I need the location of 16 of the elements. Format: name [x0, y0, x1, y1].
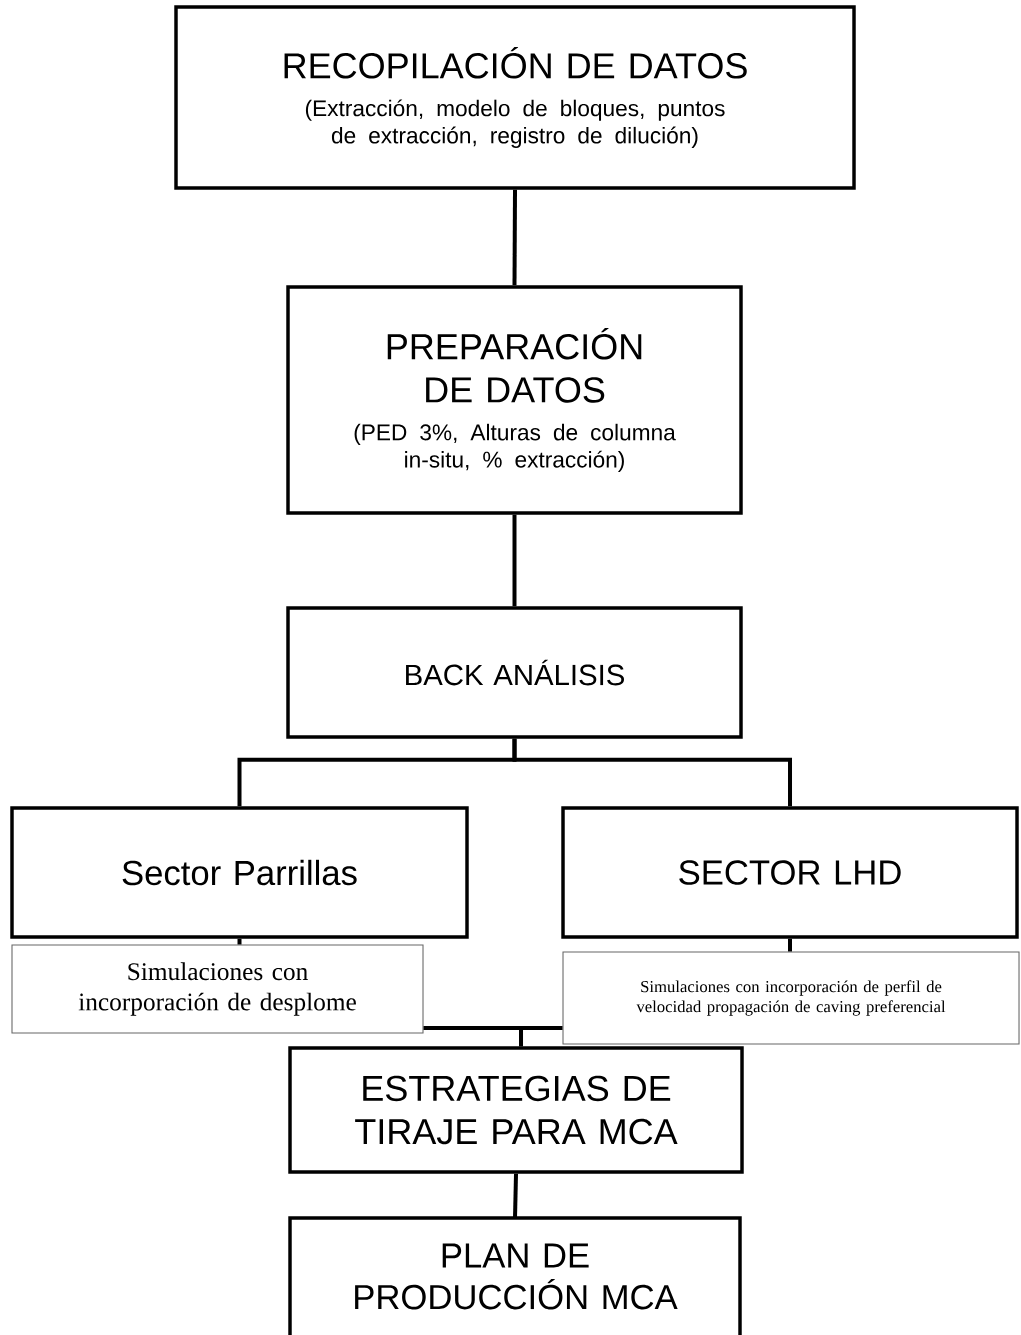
process-box: SECTOR LHD [561, 806, 1019, 939]
connector-line [512, 738, 792, 807]
process-box: Sector Parrillas [10, 806, 469, 939]
note-box: Simulaciones con incorporación de desplome [11, 944, 424, 1034]
process-box: PREPARACIÓN DE DATOS (PED 3%, Alturas de columna in-situ, % extracción) [286, 285, 743, 515]
process-box: BACK ANÁLISIS [286, 606, 743, 739]
process-box: ESTRATEGIAS DE TIRAJE PARA MCA [288, 1046, 744, 1174]
process-box: PLAN DE PRODUCCIÓN MCA [288, 1216, 742, 1335]
connector-line [512, 514, 517, 607]
connector-line [237, 938, 242, 945]
connector-line [519, 1026, 563, 1047]
note-box: Simulaciones con incorporación de perfil de velocidad propagación de caving preferencial [562, 951, 1020, 1045]
connector-line [512, 189, 517, 286]
connector-line [788, 938, 792, 952]
process-box: RECOPILACIÓN DE DATOS (Extracción, modelo de bloques, puntos de extracción, registro de dilución) [174, 5, 856, 190]
connector-line [513, 1173, 518, 1218]
